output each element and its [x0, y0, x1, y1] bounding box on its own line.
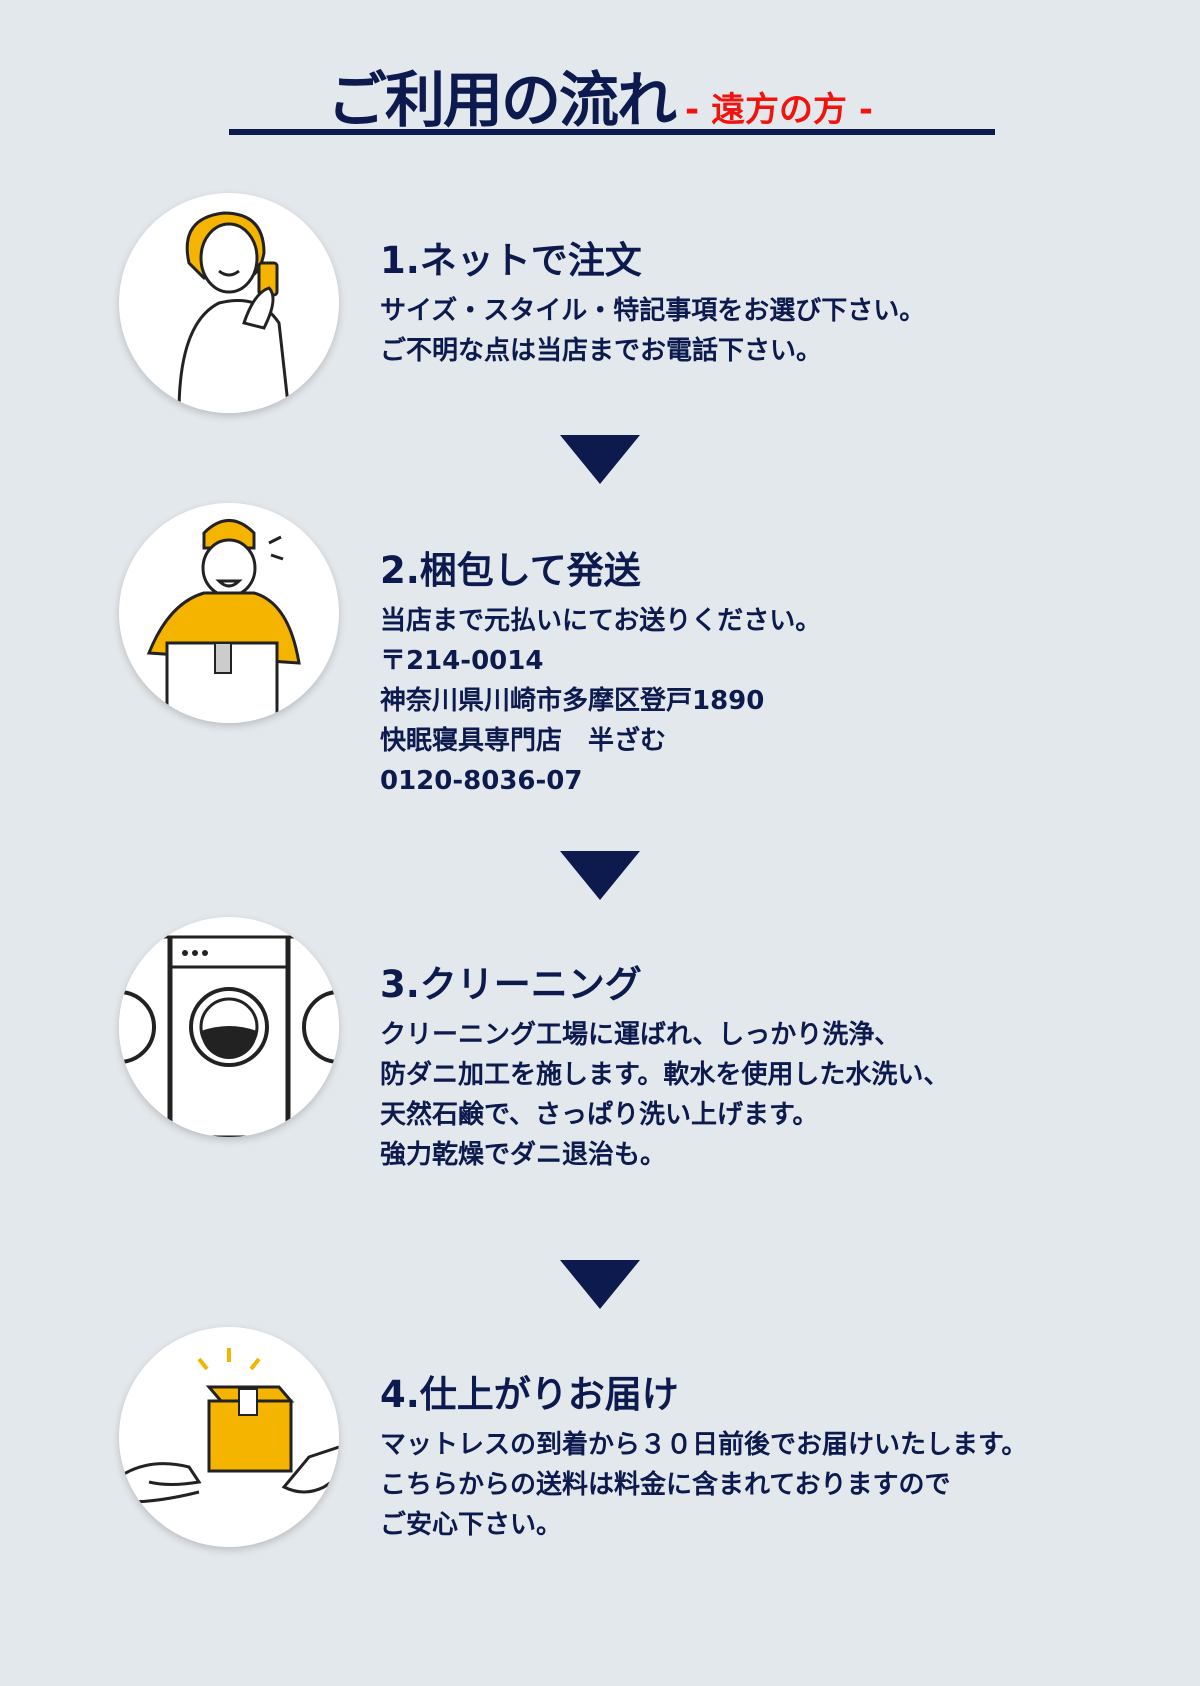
- step-4: 4.仕上がりお届け マットレスの到着から３０日前後でお届けいたします。 こちらか…: [380, 1371, 1027, 1545]
- step-heading: 1.ネットで注文: [380, 239, 642, 282]
- step-heading: 4.仕上がりお届け: [380, 1373, 679, 1416]
- step-text: 当店まで元払いにてお送りください。: [380, 606, 822, 636]
- woman-smartphone-icon: [119, 193, 339, 413]
- washing-machines-icon: [119, 917, 339, 1137]
- step-text: ご不明な点は当店までお電話下さい。: [380, 336, 823, 366]
- postal-code: 〒214-0014: [380, 646, 544, 676]
- shop-name: 快眠寝具専門店 半ざむ: [380, 726, 667, 756]
- step-text: 強力乾燥でダニ退治も。: [380, 1140, 667, 1170]
- step-heading: 3.クリーニング: [380, 963, 642, 1006]
- step-heading: 2.梱包して発送: [380, 549, 641, 592]
- step-1: 1.ネットで注文 サイズ・スタイル・特記事項をお選び下さい。 ご不明な点は当店ま…: [380, 237, 925, 371]
- step-text: サイズ・スタイル・特記事項をお選び下さい。: [380, 296, 926, 326]
- delivery-worker-icon: [119, 503, 339, 723]
- down-arrow-icon: [560, 435, 640, 484]
- step-text: マットレスの到着から３０日前後でお届けいたします。: [380, 1430, 1028, 1460]
- title-subtitle: - 遠方の方 -: [685, 90, 873, 130]
- step-text: 防ダニ加工を施します。軟水を使用した水洗い、: [380, 1060, 950, 1090]
- phone-number[interactable]: 0120-8036-07: [380, 766, 583, 796]
- step-2: 2.梱包して発送 当店まで元払いにてお送りください。 〒214-0014 神奈川…: [380, 547, 821, 801]
- step-text: 天然石鹸で、さっぱり洗い上げます。: [380, 1100, 819, 1130]
- down-arrow-icon: [560, 851, 640, 900]
- step-text: クリーニング工場に運ばれ、しっかり洗浄、: [380, 1020, 901, 1050]
- step-text: ご安心下さい。: [380, 1510, 563, 1540]
- step-3: 3.クリーニング クリーニング工場に運ばれ、しっかり洗浄、 防ダニ加工を施します…: [380, 961, 949, 1175]
- page-title: ご利用の流れ- 遠方の方 -: [0, 52, 1200, 139]
- title-main: ご利用の流れ: [327, 66, 677, 136]
- address: 神奈川県川崎市多摩区登戸1890: [380, 686, 765, 716]
- package-handover-icon: [119, 1327, 339, 1547]
- title-underline: [229, 129, 995, 135]
- down-arrow-icon: [560, 1260, 640, 1309]
- step-text: こちらからの送料は料金に含まれておりますので: [380, 1470, 951, 1500]
